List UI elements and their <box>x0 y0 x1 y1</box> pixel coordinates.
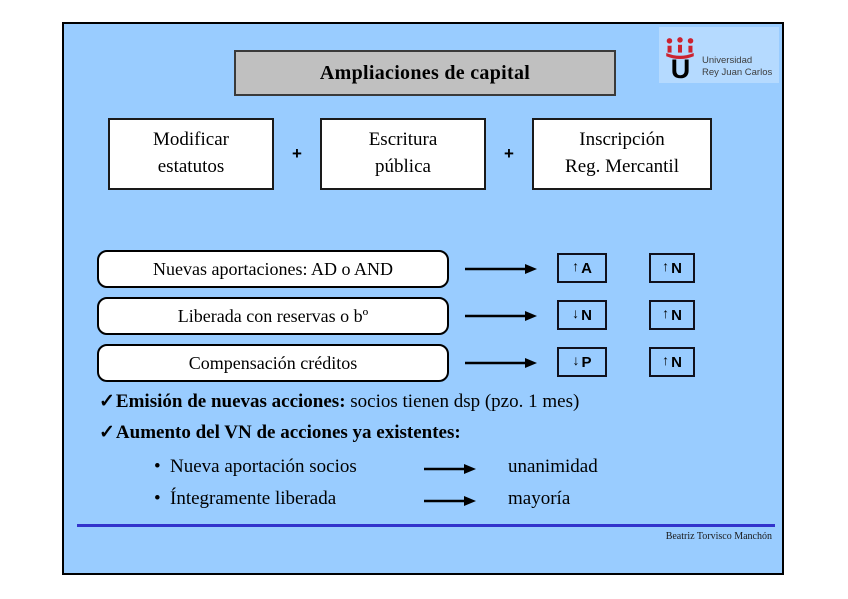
up-arrow-glyph: ↑ <box>662 260 670 275</box>
effect-box: ↓ P <box>557 347 607 377</box>
slide-title: Ampliaciones de capital <box>319 61 531 84</box>
plus-sign: + <box>292 144 302 163</box>
flow-label: Liberada con reservas o bº <box>177 305 369 326</box>
effect-letter: N <box>671 306 682 324</box>
step-line: Escritura <box>368 129 438 151</box>
bullet-result: mayoría <box>508 488 571 509</box>
bullet-icon: • <box>154 488 161 509</box>
logo-line2: Rey Juan Carlos <box>702 66 773 78</box>
flow-row-nuevas-aportaciones: Nuevas aportaciones: AD o AND ↑ A ↑ N <box>97 250 777 288</box>
down-arrow-glyph: ↓ <box>572 307 580 322</box>
effect-box: ↑ A <box>557 253 607 283</box>
flow-row-compensacion-creditos: Compensación créditos ↓ P ↑ N <box>97 344 777 382</box>
check-item-emision: ✓Emisión de nuevas acciones: socios tien… <box>99 390 579 413</box>
slide-title-box: Ampliaciones de capital <box>234 50 616 96</box>
urjc-logo: U Universidad Rey Juan Carlos <box>659 27 779 83</box>
flow-label-box: Liberada con reservas o bº <box>97 297 449 335</box>
effect-box: ↑ N <box>649 253 695 283</box>
right-arrow-icon <box>465 358 537 368</box>
logo-text: Universidad Rey Juan Carlos <box>702 55 772 78</box>
step-box-escritura-publica: Escritura pública <box>320 118 486 190</box>
flow-label-box: Nuevas aportaciones: AD o AND <box>97 250 449 288</box>
bullet-icon: • <box>154 456 161 477</box>
step-line: Reg. Mercantil <box>565 156 679 177</box>
effect-letter: N <box>671 353 682 371</box>
check-icon: ✓ <box>99 391 115 412</box>
flow-label: Nuevas aportaciones: AD o AND <box>153 258 393 279</box>
effect-box: ↑ N <box>649 300 695 330</box>
plus-sign: + <box>504 144 514 163</box>
step-line: Modificar <box>153 129 229 151</box>
logo-letter-u: U <box>670 54 690 85</box>
right-arrow-icon <box>424 496 476 506</box>
down-arrow-glyph: ↓ <box>572 354 580 369</box>
right-arrow-icon <box>465 311 537 321</box>
slide: Ampliaciones de capital U <box>62 22 784 575</box>
check-bold-text: Aumento del VN de acciones ya existentes… <box>115 422 461 443</box>
bullet-result: unanimidad <box>508 456 598 477</box>
up-arrow-glyph: ↑ <box>662 307 670 322</box>
step-box-inscripcion-registro: Inscripción Reg. Mercantil <box>532 118 712 190</box>
right-arrow-icon <box>465 264 537 274</box>
author-credit: Beatriz Torvisco Manchón <box>665 531 772 542</box>
check-bold-text: Emisión de nuevas acciones: <box>115 391 346 412</box>
logo-mark: U <box>663 37 697 85</box>
up-arrow-glyph: ↑ <box>662 354 670 369</box>
effect-letter: P <box>581 353 592 371</box>
bullet-label: Nueva aportación socios <box>170 456 357 477</box>
effect-letter: A <box>581 259 592 277</box>
bullet-item-nueva-aportacion: • Nueva aportación socios unanimidad <box>64 456 764 480</box>
step-box-modificar-estatutos: Modificar estatutos <box>108 118 274 190</box>
bullet-label: Íntegramente liberada <box>170 488 337 509</box>
step-line: estatutos <box>157 156 225 177</box>
up-arrow-glyph: ↑ <box>572 260 580 275</box>
right-arrow-icon <box>424 464 476 474</box>
step-line: Inscripción <box>579 129 665 151</box>
crown-icon <box>666 37 694 60</box>
flow-label: Compensación créditos <box>188 352 358 373</box>
effect-letter: N <box>671 259 682 277</box>
check-regular-text: socios tienen dsp (pzo. 1 mes) <box>345 391 580 412</box>
flow-label-box: Compensación créditos <box>97 344 449 382</box>
logo-line1: Universidad <box>702 55 753 67</box>
step-line: pública <box>375 156 431 177</box>
steps-row: Modificar estatutos + Escritura pública … <box>108 118 712 190</box>
effect-letter: N <box>581 306 592 324</box>
effect-box: ↓ N <box>557 300 607 330</box>
bullet-item-integramente-liberada: • Íntegramente liberada mayoría <box>64 488 764 512</box>
check-item-aumento-vn: ✓Aumento del VN de acciones ya existente… <box>99 421 461 444</box>
effect-box: ↑ N <box>649 347 695 377</box>
check-icon: ✓ <box>99 422 115 443</box>
divider-line <box>77 524 775 527</box>
flow-row-liberada-reservas: Liberada con reservas o bº ↓ N ↑ N <box>97 297 777 335</box>
